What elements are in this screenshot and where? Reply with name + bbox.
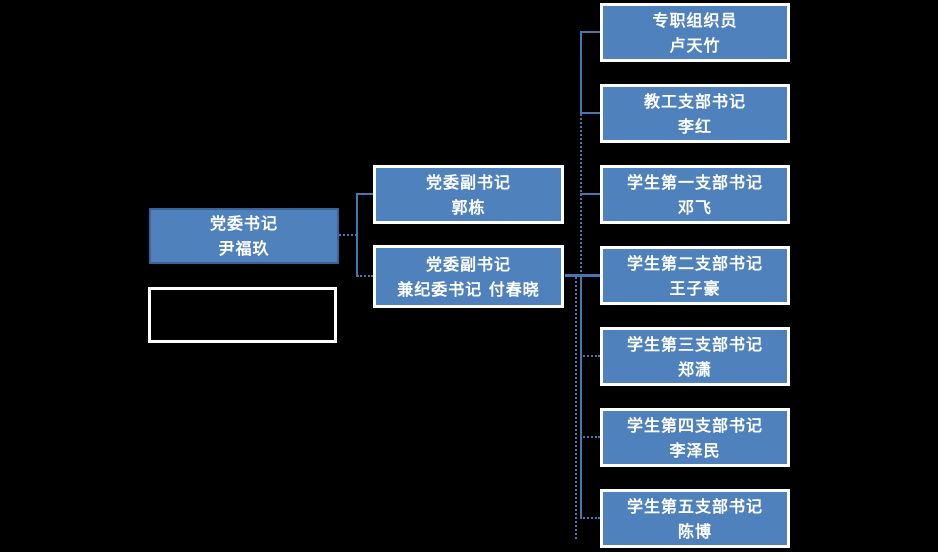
connector-branch-7 (580, 517, 600, 519)
node-title: 教工支部书记 (643, 91, 746, 111)
connector-left-spine (356, 193, 358, 277)
node-deputy-secretary-2: 党委副书记 兼纪委书记 付春晓 (373, 245, 564, 308)
node-student-branch-4-secretary: 学生第四支部书记 李泽民 (600, 408, 790, 467)
node-person: 尹福玖 (218, 239, 270, 258)
node-title: 党委书记 (209, 214, 278, 233)
node-person: 李泽民 (669, 440, 721, 460)
connector-right-spine-top-solid (580, 31, 582, 114)
node-student-branch-2-secretary: 学生第二支部书记 王子豪 (600, 246, 790, 305)
node-person: 兼纪委书记 付春晓 (397, 279, 540, 299)
empty-box (148, 287, 337, 343)
node-student-branch-1-secretary: 学生第一支部书记 邓飞 (600, 165, 790, 224)
node-org-commissioner: 专职组织员 卢天竹 (600, 3, 790, 62)
node-student-branch-3-secretary: 学生第三支部书记 郑潇 (600, 327, 790, 386)
connector-right-spine-parallel-dotted (575, 277, 577, 539)
connector-to-deputy-2 (357, 275, 373, 277)
connector-branch-1 (580, 31, 600, 33)
connector-root-stub (339, 234, 357, 236)
node-title: 学生第四支部书记 (626, 415, 763, 435)
connector-branch-6 (580, 436, 600, 438)
node-title: 学生第一支部书记 (626, 172, 763, 192)
connector-branch-5 (580, 355, 600, 357)
node-person: 郑潇 (677, 359, 712, 379)
node-title: 党委副书记 (425, 172, 511, 192)
node-party-secretary: 党委书记 尹福玖 (149, 208, 339, 264)
node-title: 学生第三支部书记 (626, 334, 763, 354)
node-title: 专职组织员 (652, 10, 738, 30)
node-person: 卢天竹 (669, 35, 721, 55)
node-person: 邓飞 (677, 197, 712, 217)
node-title: 党委副书记 (425, 254, 511, 274)
connector-right-spine-bottom-solid (580, 275, 582, 519)
connector-to-deputy-1 (357, 193, 373, 195)
node-person: 陈博 (677, 521, 712, 541)
node-person: 郭栋 (451, 197, 486, 217)
node-title: 学生第五支部书记 (626, 496, 763, 516)
node-faculty-branch-secretary: 教工支部书记 李红 (600, 84, 790, 143)
node-student-branch-5-secretary: 学生第五支部书记 陈博 (600, 489, 790, 548)
node-title: 学生第二支部书记 (626, 253, 763, 273)
connector-branch-3 (580, 193, 600, 195)
node-person: 李红 (677, 116, 712, 136)
connector-branch-2 (580, 112, 600, 114)
node-person: 王子豪 (669, 278, 721, 298)
connector-right-spine-mid-dotted (580, 114, 582, 276)
connector-branch-4-main (565, 274, 610, 277)
node-deputy-secretary-1: 党委副书记 郭栋 (373, 165, 564, 224)
